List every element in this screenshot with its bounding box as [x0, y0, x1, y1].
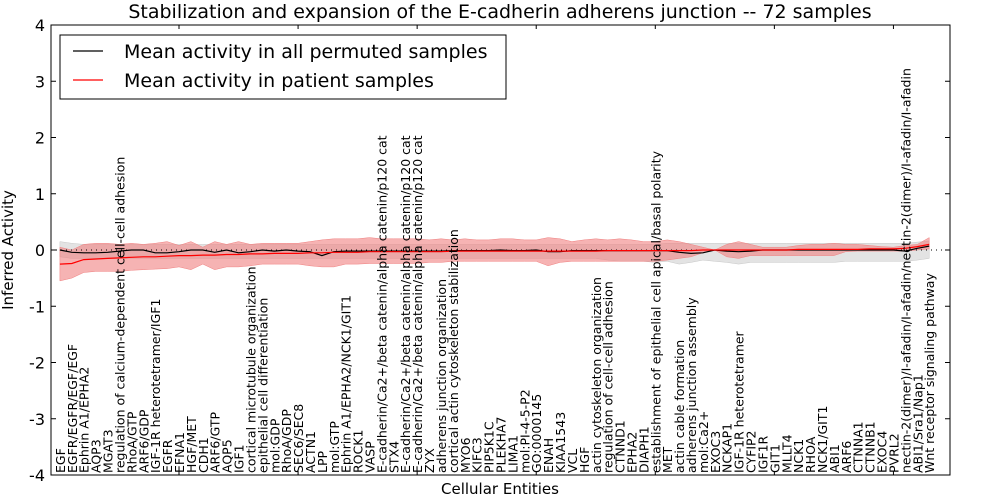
x-tick-label: actin cable formation [672, 340, 687, 473]
x-tick-label: NCKAP1 [720, 423, 735, 473]
plot-frame [50, 24, 951, 476]
x-tick-label: ABI1/Sra1/Nap1 [910, 374, 925, 473]
x-tick-label: regulation of cell-cell adhesion [601, 281, 616, 473]
x-tick-label: ARF6 [839, 441, 854, 473]
x-tick-label: EXOC3 [708, 431, 723, 473]
x-tick-label: mol:GTP [327, 421, 342, 473]
x-tick-label: NCK1 [791, 439, 806, 473]
x-tick-label: RhoA/GDP [279, 409, 294, 473]
x-tick-label: LPP [315, 450, 330, 473]
x-tick-label: ARF6/GTP [208, 412, 223, 473]
x-tick-label: ZYX [422, 448, 437, 473]
x-tick-label: epithelial cell differentiation [255, 298, 270, 473]
x-tick-label: HGF [577, 447, 592, 473]
x-tick-label: EXOC4 [875, 431, 890, 473]
x-tick-label: CTNNA1 [851, 421, 866, 473]
x-tick-label: E-cadherin/Ca2+/beta catenin/alpha caten… [410, 135, 425, 473]
x-tick-label: ROCK1 [351, 430, 366, 473]
y-tick-label: -4 [29, 466, 45, 485]
x-tick-label: MLLT4 [779, 434, 794, 473]
line-series-1 [59, 243, 930, 265]
y-tick-label: 3 [35, 72, 45, 91]
x-tick-label: MGAT3 [101, 429, 116, 473]
x-tick-label: LIMA1 [505, 435, 520, 473]
x-tick-label: CYFIP2 [744, 430, 759, 473]
x-tick-label: IGF-1R heterotetramer [732, 330, 747, 473]
x-tick-label: GO:0000145 [529, 394, 544, 473]
x-tick-label: EFNA1 [172, 432, 187, 473]
x-tick-label: AQP3 [89, 439, 104, 473]
x-tick-label: IGF1R [756, 435, 771, 473]
y-tick-label: -1 [29, 297, 45, 316]
band-series-1 [59, 237, 930, 282]
x-tick-label: CTNNB1 [863, 421, 878, 473]
x-tick-label: PLEKHA7 [494, 416, 509, 473]
x-tick-label: HGF/MET [184, 416, 199, 473]
x-tick-label: AQP5 [220, 439, 235, 473]
x-tick-label: STX4 [386, 441, 401, 473]
y-tick-label: -3 [29, 410, 45, 429]
x-tick-label: SEC6/SEC8 [291, 404, 306, 473]
x-tick-label: KIAA1543 [553, 412, 568, 473]
y-axis-label: Inferred Activity [0, 190, 17, 310]
x-tick-label: cortical microtubule organization [243, 266, 258, 473]
x-tick-label: adherens junction assembly [684, 297, 699, 473]
x-tick-label: cortical actin cytoskeleton stabilizatio… [446, 229, 461, 473]
x-tick-label: ABI1 [827, 444, 842, 473]
x-tick-label: Ephrin A1/EPHA2/NCK1/GIT1 [339, 295, 354, 473]
x-tick-label: PIP5K1C [482, 421, 497, 473]
x-tick-label: ENAH [541, 438, 556, 473]
y-tick-label: 1 [35, 185, 45, 204]
y-tick-label: 4 [35, 16, 45, 35]
y-axis: -4 -3 -2 -1 0 1 2 3 4 [29, 16, 950, 485]
x-tick-label: actin cytoskeleton organization [589, 277, 604, 473]
y-tick-label: 0 [35, 241, 45, 260]
x-tick-label: mol:PI-4-5-P2 [517, 389, 532, 473]
x-tick-label: EPHA2 [625, 432, 640, 473]
y-tick-label: 2 [35, 129, 45, 148]
series-lines [59, 243, 930, 265]
x-tick-label: mol:Ca2+ [696, 411, 711, 473]
x-tick-label: KIFC3 [470, 437, 485, 473]
x-tick-label: Ephrin A1/EPHA2 [77, 367, 92, 473]
x-tick-label: EGF [53, 448, 68, 473]
x-tick-label: CTNND1 [613, 420, 628, 473]
x-tick-label: EGFR/EGFR/EGF/EGF [65, 344, 80, 473]
x-tick-label: DIAPH1 [636, 426, 651, 473]
x-tick-label: NCK1/GIT1 [815, 406, 830, 473]
x-tick-label: EGFR [160, 439, 175, 473]
legend-label-permuted: Mean activity in all permuted samples [124, 41, 487, 63]
chart-title: Stabilization and expansion of the E-cad… [128, 1, 871, 23]
x-tick-label: RhoA/GTP [124, 411, 139, 473]
y-tick-label: -2 [29, 354, 45, 373]
x-tick-label: MYO6 [458, 437, 473, 473]
legend-label-patient: Mean activity in patient samples [124, 70, 434, 92]
x-tick-label: establishment of epithelial cell apical/… [648, 150, 663, 473]
x-tick-label: GIT1 [767, 444, 782, 473]
x-tick-label: E-cadherin/Ca2+/beta catenin/alpha caten… [374, 135, 389, 473]
x-tick-label: adherens junction organization [434, 279, 449, 473]
x-tick-label: VCL [565, 449, 580, 473]
x-tick-label: mol:GDP [267, 418, 282, 473]
x-tick-label: RHOA [803, 436, 818, 473]
x-tick-label: nectin-2(dimer)/I-afadin/I-afadin/nectin… [898, 68, 913, 473]
x-tick-label: CDH1 [196, 437, 211, 473]
x-tick-label: E-cadherin/Ca2+/beta catenin/alpha caten… [398, 135, 413, 473]
x-tick-label: regulation of calcium-dependent cell-cel… [113, 157, 128, 473]
x-axis-label: Cellular Entities [441, 480, 559, 498]
x-tick-label: IGF-1R heterotetramer/IGF1 [148, 299, 163, 473]
legend: Mean activity in all permuted samples Me… [59, 34, 507, 100]
x-tick-label: MET [660, 446, 675, 473]
x-tick-label: ARF6/GDP [136, 409, 151, 473]
x-tick-label: VASP [363, 441, 378, 473]
x-tick-label: PVRL2 [886, 433, 901, 473]
x-tick-label: IGF1 [232, 444, 247, 473]
x-tick-label: ACTN1 [303, 431, 318, 473]
confidence-bands [59, 237, 930, 282]
x-tick-label: Wnt receptor signaling pathway [922, 273, 937, 473]
legend-box [59, 34, 507, 100]
